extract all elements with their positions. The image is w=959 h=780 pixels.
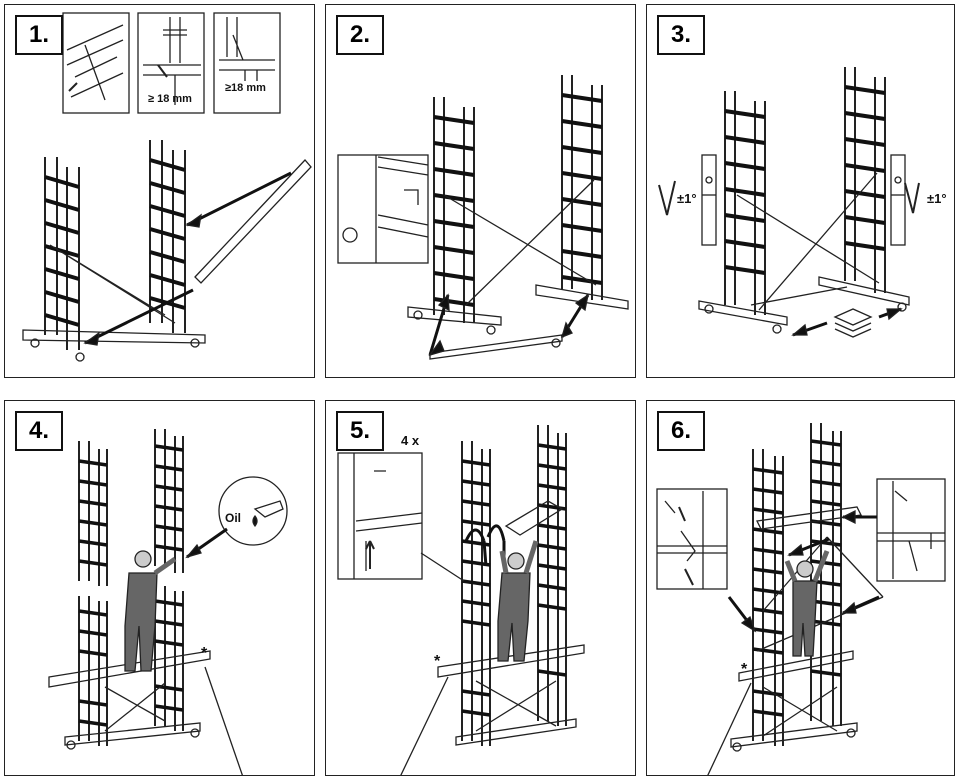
oil-label: Oil	[225, 511, 242, 525]
star-marker: *	[201, 645, 208, 662]
star-marker: *	[741, 661, 748, 678]
step-1-illustration	[22, 12, 312, 362]
step-3-panel: 3.	[646, 4, 955, 378]
step-2-illustration	[337, 75, 629, 360]
step-6-illustration	[656, 423, 946, 775]
gap-label-right: ≥18 mm	[225, 82, 266, 94]
step-number: 1.	[15, 15, 63, 55]
step-5-panel: 5. 4 x	[325, 400, 636, 776]
count-label: 4 x	[401, 433, 420, 448]
gap-label-left: ≥ 18 mm	[148, 93, 192, 105]
step-3-illustration	[658, 67, 920, 338]
step-number: 5.	[336, 411, 384, 451]
step-2-panel: 2.	[325, 4, 636, 378]
step-number: 3.	[657, 15, 705, 55]
tilt-label-left: ±1°	[677, 191, 697, 206]
step-5-illustration	[337, 425, 585, 775]
step-1-panel: 1.	[4, 4, 315, 378]
step-6-panel: 6.	[646, 400, 955, 776]
star-marker: *	[434, 653, 441, 670]
step-number: 4.	[15, 411, 63, 451]
step-number: 2.	[336, 15, 384, 55]
tilt-label-right: ±1°	[927, 191, 947, 206]
step-number: 6.	[657, 411, 705, 451]
step-4-panel: 4.	[4, 400, 315, 776]
step-4-illustration	[48, 429, 288, 775]
